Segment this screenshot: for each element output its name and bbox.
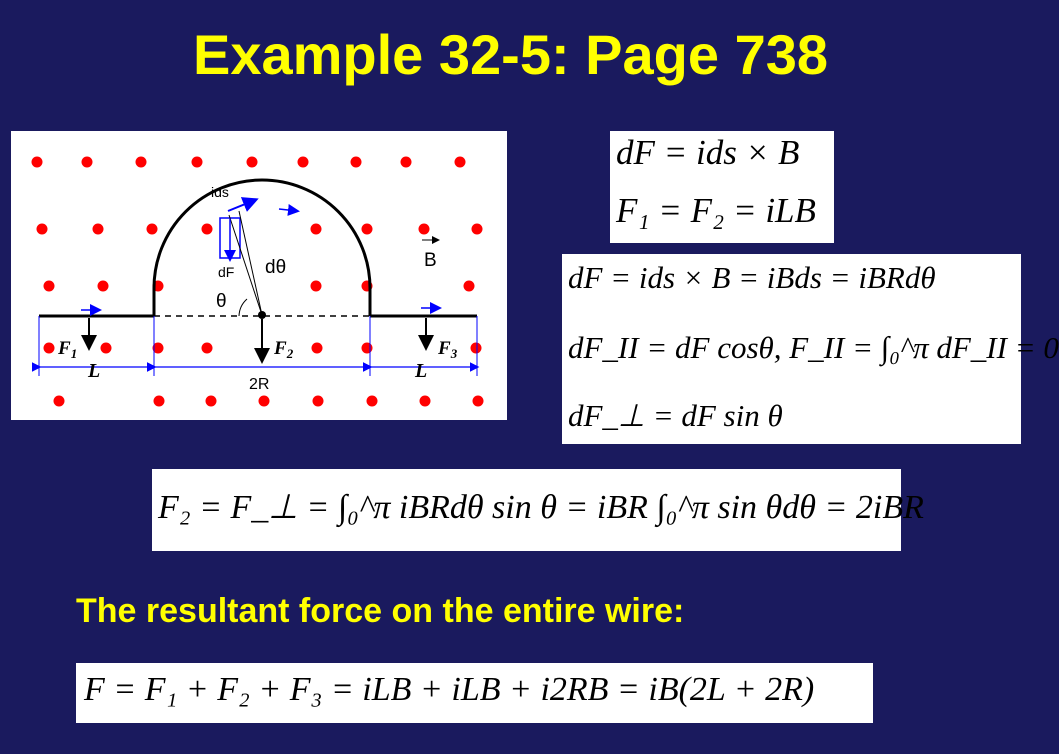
- field-dot: [312, 395, 324, 407]
- field-dot: [310, 223, 322, 235]
- label-dtheta: dθ: [265, 257, 286, 278]
- label-B: B: [424, 250, 437, 271]
- equation-box-F2: F₂ = F_⊥ = ∫₀^π iBRdθ sin θ = iBR ∫₀^π s…: [152, 469, 924, 551]
- slide-title: Example 32-5: Page 738: [192, 23, 829, 86]
- equation-dF-cross: dF = ids × B: [616, 133, 800, 172]
- field-dot: [472, 395, 484, 407]
- label-dF: dF: [218, 264, 234, 280]
- field-dot: [36, 223, 48, 235]
- field-dot: [205, 395, 217, 407]
- equation-F2-integral: F₂ = F_⊥ = ∫₀^π iBRdθ sin θ = iBR ∫₀^π s…: [158, 489, 924, 526]
- field-dot: [43, 342, 55, 354]
- field-dot: [31, 156, 43, 168]
- label-theta: θ: [216, 291, 227, 312]
- field-dot: [310, 280, 322, 292]
- field-dot: [258, 395, 270, 407]
- field-dot: [361, 223, 373, 235]
- equation-box-resultant: F = F₁ + F₂ + F₃ = iLB + iLB + i2RB = iB…: [76, 663, 873, 723]
- equation-box-force-element: dF = ids × B F₁ = F₂ = iLB: [610, 131, 834, 243]
- field-dot: [350, 156, 362, 168]
- field-dot: [191, 156, 203, 168]
- label-L-left: L: [87, 360, 100, 382]
- equation-perpendicular: dF_⊥ = dF sin θ: [568, 398, 783, 433]
- field-dot: [454, 156, 466, 168]
- wire-diagram: ids dθ dF θ B F1 F2 F3 L L 2R: [11, 131, 507, 420]
- field-dot: [97, 280, 109, 292]
- field-dot: [146, 223, 158, 235]
- field-dot: [201, 342, 213, 354]
- field-dot: [153, 395, 165, 407]
- field-dot: [100, 342, 112, 354]
- resultant-heading: The resultant force on the entire wire:: [76, 592, 685, 630]
- field-dot: [201, 223, 213, 235]
- label-ids: ids: [211, 184, 229, 200]
- equation-parallel: dF_II = dF cosθ, F_II = ∫₀^π dF_II = 0: [568, 330, 1059, 365]
- wire-diagram-svg: ids dθ dF θ B F1 F2 F3 L L 2R: [31, 156, 484, 407]
- field-dot: [471, 223, 483, 235]
- label-F3: F3: [437, 338, 458, 361]
- field-dot: [53, 395, 65, 407]
- equation-F1-F2: F₁ = F₂ = iLB: [616, 191, 816, 230]
- equation-dF-expanded: dF = ids × B = iBds = iBRdθ: [568, 260, 936, 295]
- field-dot: [297, 156, 309, 168]
- field-dot: [81, 156, 93, 168]
- field-dot: [135, 156, 147, 168]
- equation-resultant: F = F₁ + F₂ + F₃ = iLB + iLB + i2RB = iB…: [84, 671, 815, 708]
- field-dot: [311, 342, 323, 354]
- field-dot: [246, 156, 258, 168]
- equation-box-components: dF = ids × B = iBds = iBRdθ dF_II = dF c…: [562, 254, 1059, 444]
- field-dot: [43, 280, 55, 292]
- field-dot: [361, 342, 373, 354]
- label-F2: F2: [273, 338, 294, 361]
- field-dot: [418, 223, 430, 235]
- field-dot: [92, 223, 104, 235]
- label-2R: 2R: [249, 376, 269, 393]
- field-dot: [463, 280, 475, 292]
- field-dot: [152, 342, 164, 354]
- field-dot: [419, 395, 431, 407]
- field-dot: [400, 156, 412, 168]
- label-F1: F1: [57, 338, 77, 361]
- field-dot: [366, 395, 378, 407]
- label-L-right: L: [414, 360, 427, 382]
- field-dot: [470, 342, 482, 354]
- magnetic-field-dots: [31, 156, 484, 407]
